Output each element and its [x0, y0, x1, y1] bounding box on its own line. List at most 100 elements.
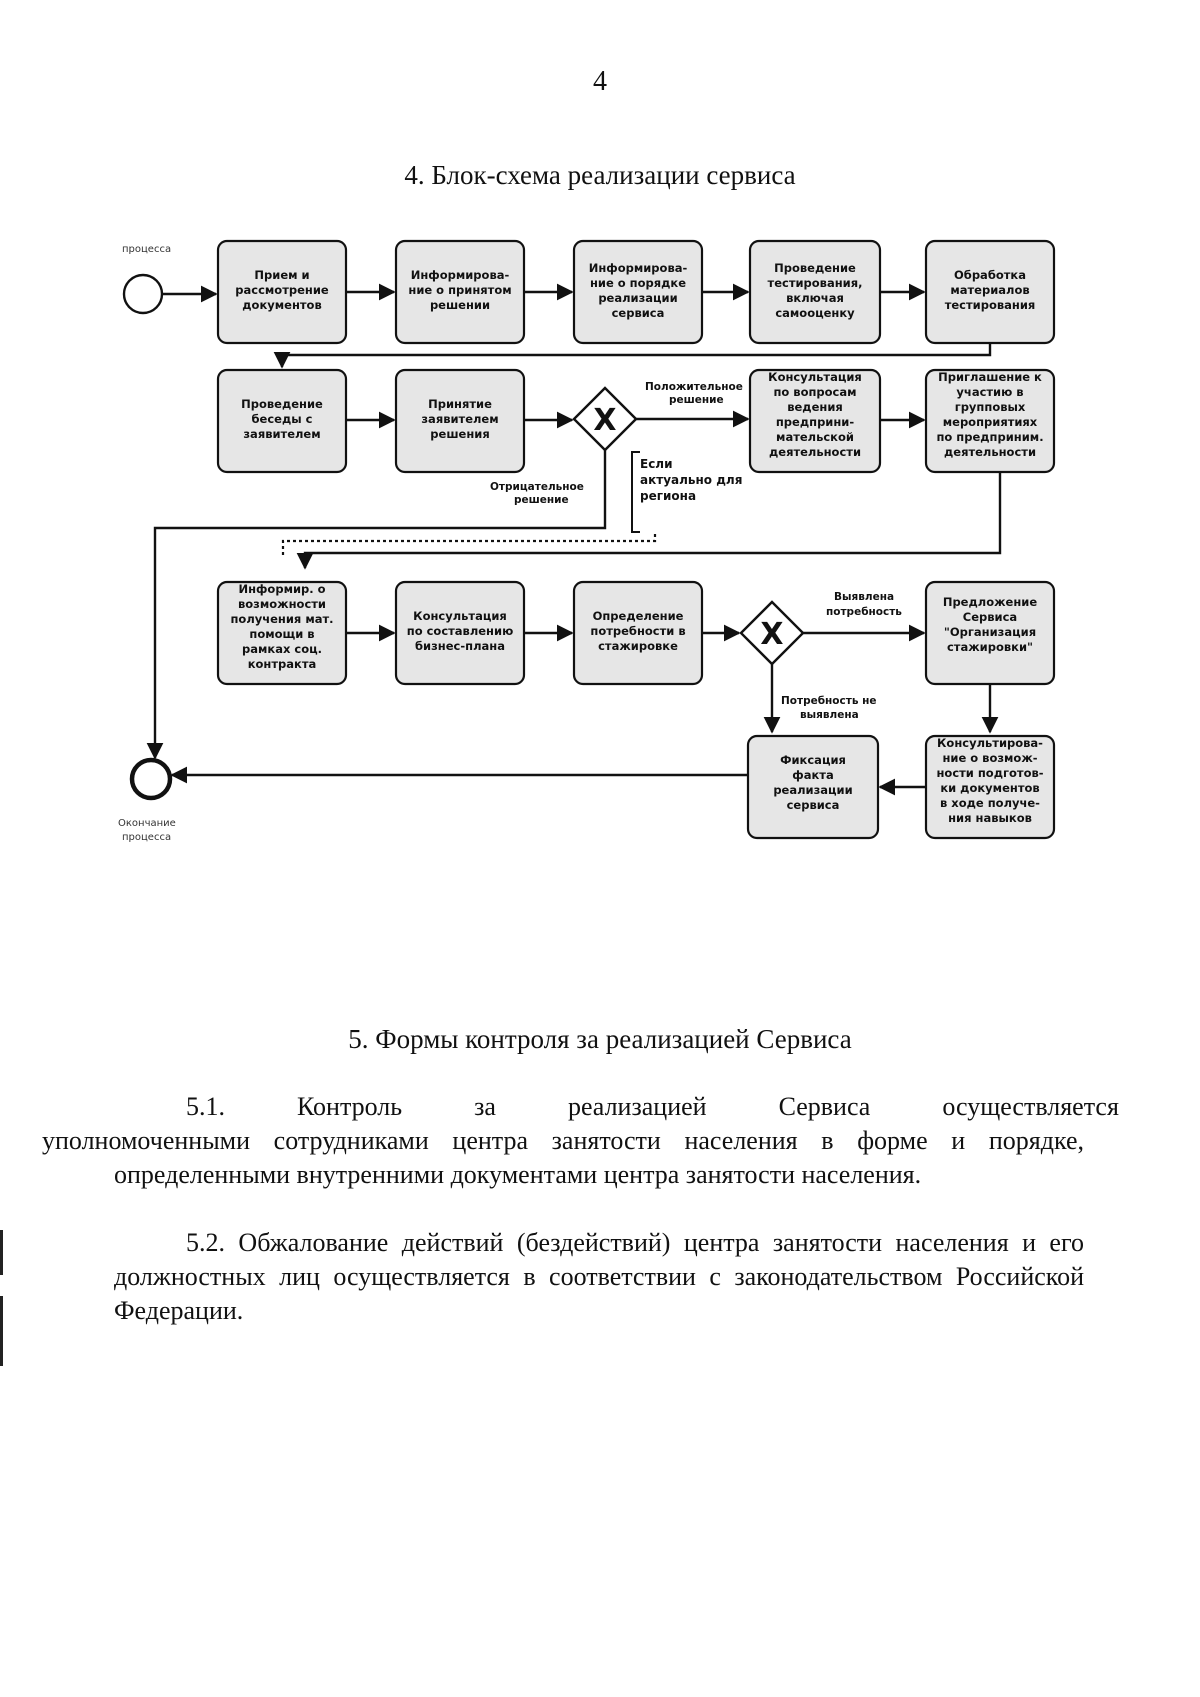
task-text-line: бизнес-плана [415, 639, 505, 653]
start-event [122, 273, 164, 315]
task-text-line: Проведение [241, 397, 323, 411]
task-text-line: Информир. о [238, 582, 325, 596]
task-text-line: факта [792, 768, 833, 782]
label-need-not-found-1: Потребность не [781, 695, 877, 707]
start-event-label: процесса [122, 244, 171, 255]
task-text-line: мательской [776, 430, 854, 444]
label-positive-1: Положительное [645, 381, 743, 393]
task-text-line: помощи в [249, 627, 314, 641]
task-text-line: рассмотрение [235, 283, 329, 297]
task-text-line: Информирова- [411, 268, 510, 282]
task-text-line: Определение [593, 609, 684, 623]
label-region-3: региона [640, 489, 696, 503]
section-5-title: 5. Формы контроля за реализацией Сервиса [348, 1024, 852, 1054]
paragraph-5-1-first-line: 5.1. Контроль за реализацией Сервиса осу… [114, 1090, 1119, 1124]
task-text-line: стажировке [598, 639, 678, 653]
task-text-line: мероприятиях [943, 415, 1038, 429]
binding-edge-mark [0, 1296, 3, 1366]
task-text-line: Предложение [943, 595, 1038, 609]
p51-word: реализацией [567, 1092, 707, 1121]
task-text-line: сервиса [612, 306, 665, 320]
task-text-line: ведения [787, 400, 843, 414]
task-text-line: участию в [956, 385, 1023, 399]
paragraph-5-1: 5.1. Контроль за реализацией Сервиса осу… [42, 1090, 1119, 1192]
task-text-line: ние о принятом [408, 283, 511, 297]
task-text-line: Консультация [413, 609, 507, 623]
task-text-line: ние о возмож- [942, 751, 1037, 765]
label-need-not-found-2: выявлена [800, 709, 859, 721]
annotation-bracket [631, 451, 640, 533]
task-text-line: самооценку [775, 306, 855, 320]
task-text-line: Информирова- [589, 261, 688, 275]
task-text-line: включая [786, 291, 844, 305]
label-negative-2: решение [514, 494, 569, 506]
task-text-line: ния навыков [948, 811, 1032, 825]
task-text-line: потребности в [590, 624, 685, 638]
label-need-found-1: Выявлена [834, 591, 894, 603]
task-text-line: Прием и [254, 268, 309, 282]
binding-edge-mark [0, 1230, 3, 1275]
label-negative-1: Отрицательное [490, 481, 584, 493]
task-text-line: материалов [950, 283, 1029, 297]
task-text-line: по составлению [407, 624, 514, 638]
task-text-line: документов [242, 298, 321, 312]
end-event [129, 757, 173, 801]
task-text-line: реализации [598, 291, 677, 305]
task-text-line: групповых [955, 400, 1026, 414]
task-text-line: ки документов [940, 781, 1039, 795]
p51-word: Сервиса [778, 1092, 871, 1121]
task-text-line: заявителем [243, 427, 320, 441]
task-text-line: тестирования [945, 298, 1036, 312]
task-text-line: в ходе получе- [940, 796, 1040, 810]
page-number: 4 [593, 66, 607, 97]
task-text-line: стажировки" [947, 640, 1033, 654]
paragraph-5-2: 5.2. Обжалование действий (бездействий) … [114, 1228, 1084, 1325]
section-4-title: 4. Блок-схема реализации сервиса [404, 160, 796, 190]
task-text-line: заявителем [421, 412, 498, 426]
label-positive-2: решение [669, 394, 724, 406]
gateway-need-symbol: X [760, 617, 783, 652]
task-group-events [924, 368, 1056, 474]
p51-word: 5.1. [186, 1092, 225, 1121]
task-text-line: Проведение [774, 261, 856, 275]
task-text-line: контракта [248, 657, 317, 671]
task-text-line: решения [430, 427, 489, 441]
task-text-line: Приглашение к [938, 370, 1042, 384]
p51-word: за [474, 1092, 496, 1121]
task-text-line: тестирования, [768, 276, 863, 290]
task-text-line: рамках соц. [242, 642, 322, 656]
task-text-line: Принятие [428, 397, 492, 411]
task-text-line: по предприним. [936, 430, 1043, 444]
task-text-line: деятельности [769, 445, 861, 459]
task-text-line: решении [430, 298, 490, 312]
task-text-line: Консультация [768, 370, 862, 384]
task-text-line: Сервиса [963, 610, 1017, 624]
task-text-line: получения мат. [230, 612, 333, 626]
task-text-line: возможности [238, 597, 326, 611]
p51-word: осуществляется [942, 1092, 1119, 1121]
paragraph-5-1-rest: уполномоченными сотрудниками центра заня… [42, 1126, 1084, 1189]
task-text-line: сервиса [787, 798, 840, 812]
label-region-2: актуально для [640, 473, 742, 487]
end-event-label-1: Окончание [118, 818, 176, 829]
task-text-line: ности подготов- [936, 766, 1043, 780]
task-text-line: Консультирова- [937, 736, 1043, 750]
label-region-1: Если [640, 457, 673, 471]
end-event-label-2: процесса [122, 832, 171, 843]
task-text-line: реализации [773, 783, 852, 797]
task-text-line: по вопросам [773, 385, 856, 399]
task-text-line: деятельности [944, 445, 1036, 459]
task-text-line: ние о порядке [590, 276, 686, 290]
